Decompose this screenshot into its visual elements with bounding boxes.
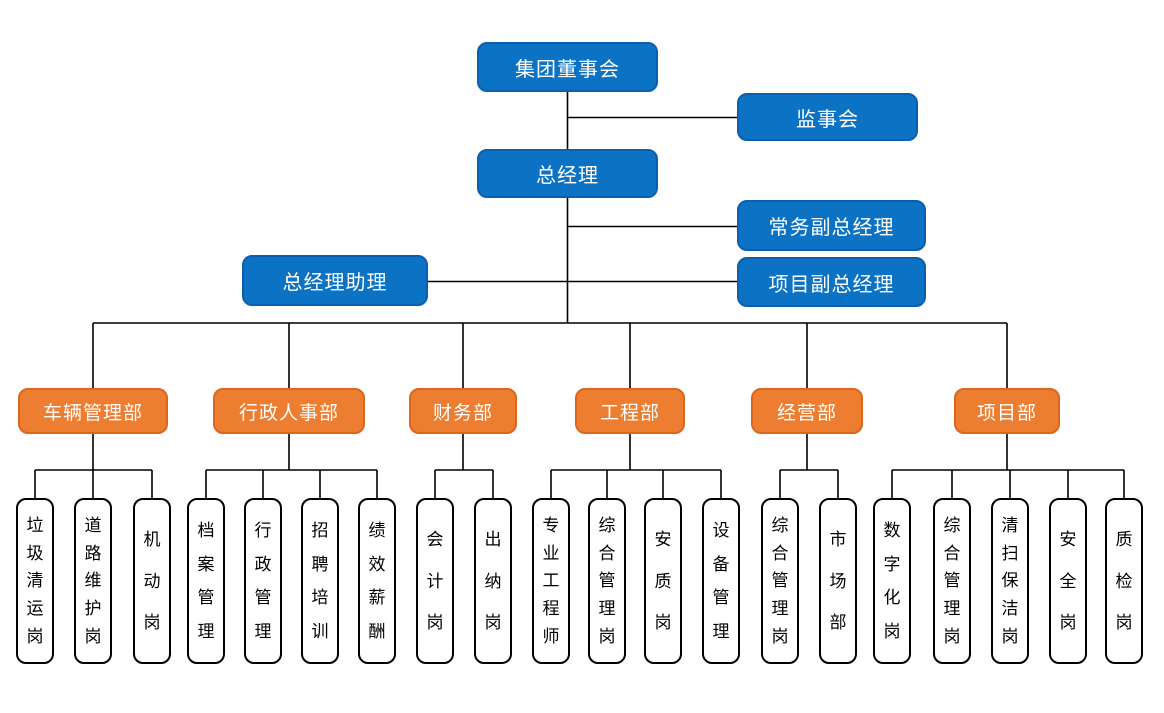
post-box: 出纳岗 [474,498,512,664]
post-box: 道路维护岗 [74,498,112,664]
dept-admin-hr: 行政人事部 [213,388,365,434]
node-board: 集团董事会 [477,42,658,92]
dept-project: 项目部 [954,388,1060,434]
node-executive-deputy-gm: 常务副总经理 [737,200,926,251]
post-box: 招聘培训 [301,498,339,664]
post-box: 行政管理 [244,498,282,664]
post-box: 质检岗 [1105,498,1143,664]
post-box: 设备管理 [702,498,740,664]
post-box: 会计岗 [416,498,454,664]
post-box: 数字化岗 [873,498,911,664]
post-box: 综合管理岗 [588,498,626,664]
dept-operations: 经营部 [751,388,863,434]
post-box: 机动岗 [133,498,171,664]
post-box: 档案管理 [187,498,225,664]
post-box: 绩效薪酬 [358,498,396,664]
node-project-deputy-gm: 项目副总经理 [737,257,926,307]
dept-engineering: 工程部 [575,388,685,434]
post-box: 安质岗 [644,498,682,664]
dept-finance: 财务部 [409,388,517,434]
node-general-manager: 总经理 [477,149,658,198]
node-gm-assistant: 总经理助理 [242,255,428,306]
post-box: 综合管理岗 [933,498,971,664]
dept-vehicle-management: 车辆管理部 [18,388,168,434]
post-box: 清扫保洁岗 [991,498,1029,664]
post-box: 安全岗 [1049,498,1087,664]
post-box: 市场部 [819,498,857,664]
node-supervisory-board: 监事会 [737,93,918,141]
post-box: 综合管理岗 [761,498,799,664]
post-box: 专业工程师 [532,498,570,664]
post-box: 垃圾清运岗 [16,498,54,664]
